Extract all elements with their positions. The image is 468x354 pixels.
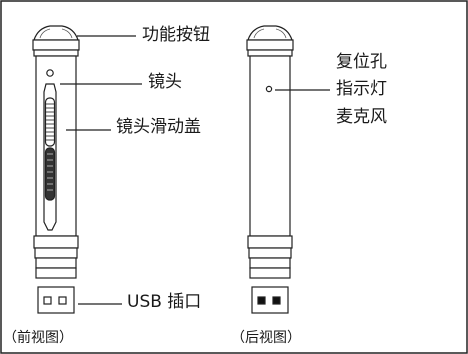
back-cap-top: [247, 25, 293, 41]
slide-lower-ridges: [47, 153, 53, 191]
back-body: [249, 55, 291, 237]
back-bottom-band-1: [247, 235, 293, 249]
slide-lower-grip: [44, 147, 56, 201]
label-microphone: 麦克风: [336, 107, 387, 127]
front-pen: [32, 25, 80, 314]
front-usb-connector: [37, 286, 75, 314]
back-pen: [246, 25, 294, 314]
back-bottom-band-4: [249, 267, 291, 279]
back-usb-connector: [251, 286, 289, 314]
front-cap-top: [33, 25, 79, 41]
reset-hole-icon: [265, 85, 273, 93]
back-usb-pin-right: [272, 296, 281, 305]
front-bottom-band-1: [33, 235, 79, 249]
back-bottom-band-2: [248, 247, 292, 259]
slide-upper-grip: [44, 97, 56, 147]
front-usb-pin-left: [43, 296, 52, 305]
front-bottom-band-4: [35, 267, 77, 279]
label-usb-port: USB 插口: [127, 292, 202, 312]
back-cap-band-2: [247, 49, 293, 57]
caption-back-view: （后视图）: [231, 330, 301, 346]
front-bottom-band-3: [35, 257, 77, 269]
back-usb-pin-left: [257, 296, 266, 305]
front-usb-pin-right: [58, 296, 67, 305]
caption-front-view: （前视图）: [3, 330, 73, 346]
back-cap-band-1: [246, 39, 294, 51]
slide-upper-ridges: [46, 103, 54, 141]
label-indicator-light: 指示灯: [336, 79, 387, 99]
back-bottom-band-3: [249, 257, 291, 269]
label-lens: 镜头: [148, 72, 182, 92]
label-lens-slide-cover: 镜头滑动盖: [116, 117, 201, 137]
front-bottom-band-2: [34, 247, 78, 259]
leader-lines: [60, 35, 330, 305]
label-function-button: 功能按钮: [142, 25, 210, 45]
front-cap-band-1: [32, 39, 80, 51]
lens-icon: [46, 69, 54, 77]
label-reset-hole: 复位孔: [336, 52, 387, 72]
front-cap-band-2: [33, 49, 79, 57]
